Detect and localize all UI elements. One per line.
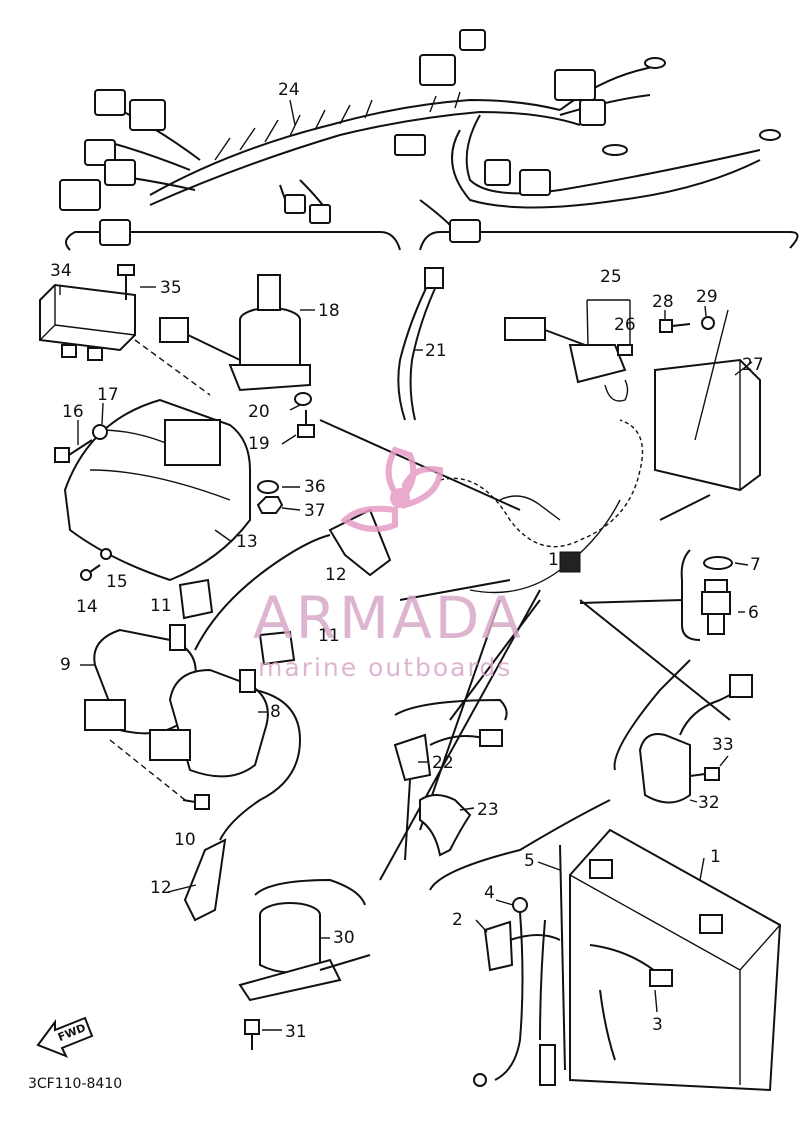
callout-13: 13 <box>236 532 258 552</box>
bolt-10 <box>182 794 210 810</box>
callout-12a: 12 <box>325 565 347 585</box>
callout-leaders <box>59 99 753 1031</box>
cdi-unit-34 <box>39 283 136 361</box>
callout-34: 34 <box>50 261 72 281</box>
leader-harness <box>319 419 521 511</box>
leader-12 <box>399 579 511 601</box>
armada-logo-icon <box>340 446 444 532</box>
callout-18: 18 <box>318 301 340 321</box>
callout-27: 27 <box>742 355 764 375</box>
cap-11-lower <box>258 630 296 666</box>
ignition-coil-8 <box>149 668 269 778</box>
plug-cap-12-lower <box>183 838 227 922</box>
callout-10: 10 <box>174 830 196 850</box>
fwd-arrow: FWD <box>36 1016 94 1058</box>
lead-lower <box>219 689 302 841</box>
lead-upper <box>194 534 331 651</box>
battery-1 <box>569 828 782 1092</box>
cap-11-upper <box>178 578 214 620</box>
wire-harness-24 <box>59 29 799 251</box>
callout-4: 4 <box>484 883 495 903</box>
bracket-22-23 <box>394 698 508 721</box>
neutral-switch-6 <box>701 579 731 635</box>
callout-29: 29 <box>696 287 718 307</box>
callout-31: 31 <box>285 1022 307 1042</box>
callout-21: 21 <box>425 341 447 361</box>
callouts: 1 2 3 4 5 6 7 8 9 10 11 11 12 12 13 14 1… <box>50 80 764 1042</box>
bolt-19 <box>297 410 315 438</box>
callout-28: 28 <box>652 292 674 312</box>
bolt-31 <box>244 1019 260 1050</box>
callout-11a: 11 <box>150 596 172 616</box>
callout-3: 3 <box>652 1015 663 1035</box>
cable-5 <box>539 844 616 1086</box>
callout-24: 24 <box>278 80 300 100</box>
bracket-30 <box>254 878 366 906</box>
ignition-coil-9 <box>84 624 197 735</box>
washer-36 <box>257 480 279 494</box>
callout-5: 5 <box>524 851 535 871</box>
callout-30: 30 <box>333 928 355 948</box>
callout-6: 6 <box>748 603 759 623</box>
watermark-brand: ARMADA <box>253 584 524 652</box>
bracket-23 <box>419 794 472 857</box>
screw-28 <box>659 319 691 333</box>
callout-2: 2 <box>452 910 463 930</box>
horn-30 <box>238 902 371 1002</box>
bolt-14 <box>80 564 101 581</box>
callout-36: 36 <box>304 477 326 497</box>
bolt-16 <box>54 439 93 463</box>
sensor-21 <box>397 267 444 421</box>
sensor-22 <box>393 729 503 861</box>
callout-33: 33 <box>712 735 734 755</box>
callout-23: 23 <box>477 800 499 820</box>
collar-17 <box>92 424 108 440</box>
flasher-27 <box>654 358 761 492</box>
callout-25: 25 <box>600 267 622 287</box>
diagram-code: 3CF110-8410 <box>28 1076 122 1092</box>
bracket-6-7 <box>680 549 701 641</box>
callout-32: 32 <box>698 793 720 813</box>
callout-1a: 1 <box>548 550 559 570</box>
cable-2 <box>483 920 561 972</box>
callout-37: 37 <box>304 501 326 521</box>
frame-outline <box>439 419 684 604</box>
callout-12b: 12 <box>150 878 172 898</box>
washer-29 <box>701 316 715 330</box>
cap-7 <box>703 556 733 570</box>
fuse-26 <box>617 344 633 356</box>
nut-37 <box>256 496 284 514</box>
callout-22: 22 <box>432 753 454 773</box>
callout-1b: 1 <box>710 847 721 867</box>
callout-15: 15 <box>106 572 128 592</box>
callout-35: 35 <box>160 278 182 298</box>
sensor-32 <box>638 674 753 804</box>
washer-15 <box>100 548 112 560</box>
callout-26: 26 <box>614 315 636 335</box>
leader-21 <box>419 599 501 831</box>
callout-11b: 11 <box>318 626 340 646</box>
cover-13 <box>63 398 251 582</box>
leader-27 <box>659 494 711 521</box>
bracket-32 <box>613 659 691 771</box>
callout-20: 20 <box>248 402 270 422</box>
watermark: ARMADA marine outboards <box>253 446 524 682</box>
cable-3 <box>589 944 673 987</box>
callout-16: 16 <box>62 402 84 422</box>
callout-9: 9 <box>60 655 71 675</box>
callout-17: 17 <box>97 385 119 405</box>
callout-7: 7 <box>750 555 761 575</box>
callout-19: 19 <box>248 434 270 454</box>
leader-32 <box>579 599 731 721</box>
callout-8: 8 <box>270 702 281 722</box>
screw-35 <box>117 264 135 300</box>
callout-14: 14 <box>76 597 98 617</box>
relay-25 <box>504 317 629 402</box>
screw-33 <box>689 767 720 781</box>
bracket-battery <box>429 799 611 891</box>
main-switch-18 <box>159 274 311 392</box>
watermark-tagline: marine outboards <box>258 653 512 682</box>
washer-20 <box>294 392 312 406</box>
